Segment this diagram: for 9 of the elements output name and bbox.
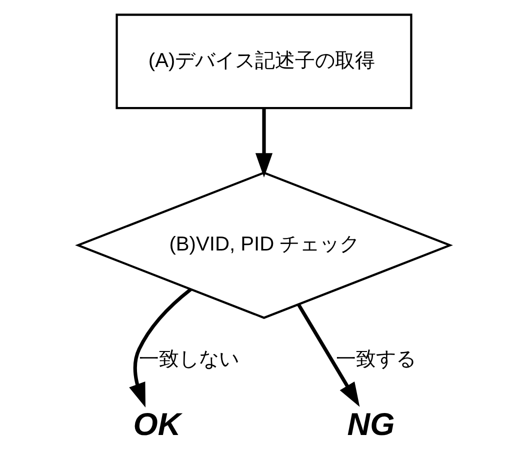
arrow: [255, 108, 273, 178]
arrow: [297, 303, 360, 406]
node-diamond: (B)VID, PID チェック: [75, 171, 453, 318]
node-text: NG: [347, 406, 395, 442]
edge-label: 一致しない: [139, 348, 240, 370]
arrow: [129, 287, 192, 407]
node-box: (A)デバイス記述子の取得: [116, 13, 412, 109]
node-text: OK: [133, 406, 181, 442]
edge-label: 一致する: [336, 348, 416, 370]
